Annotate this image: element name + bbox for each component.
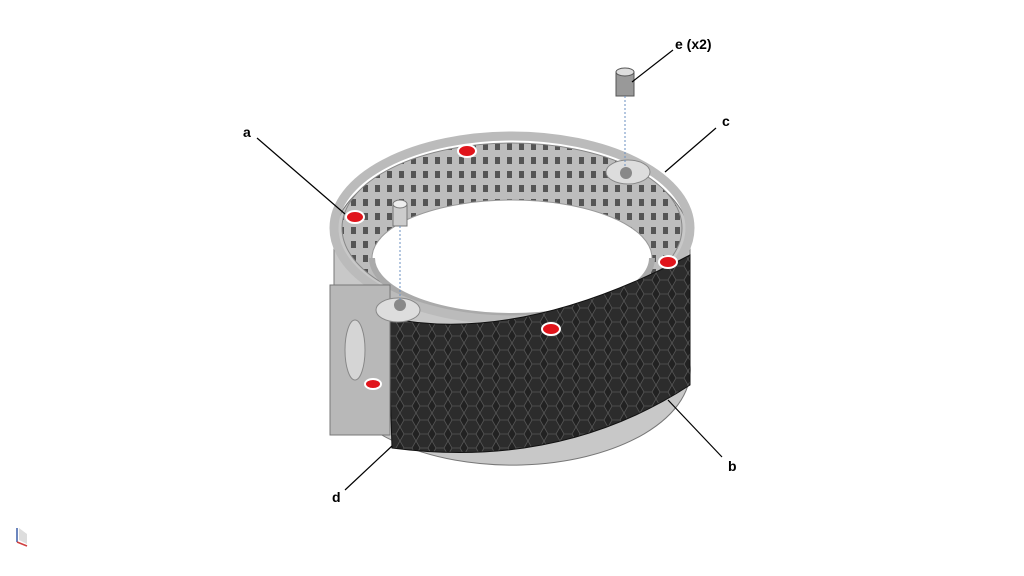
axis-triad-icon [16,528,28,547]
callout-c: c [722,113,730,129]
leader-line-d [344,445,393,491]
callout-a: a [243,124,251,140]
callout-d: d [332,489,341,505]
hole-marker [364,378,382,390]
hole-marker [541,322,561,336]
leader-line-c [664,127,717,173]
set-screw [392,199,408,300]
hole-marker [345,210,365,224]
leader-line-b [667,399,723,458]
callout-e: e (x2) [675,36,712,52]
callout-b: b [728,458,737,474]
hole-marker [658,255,678,269]
ring-housing [329,131,695,466]
leader-line-a [256,137,346,215]
leader-line-e [631,49,674,83]
hex-cover [387,254,691,453]
hole-marker [457,144,477,158]
leader-lines [256,49,723,491]
set-screw [615,67,635,168]
hole-markers [345,144,678,390]
